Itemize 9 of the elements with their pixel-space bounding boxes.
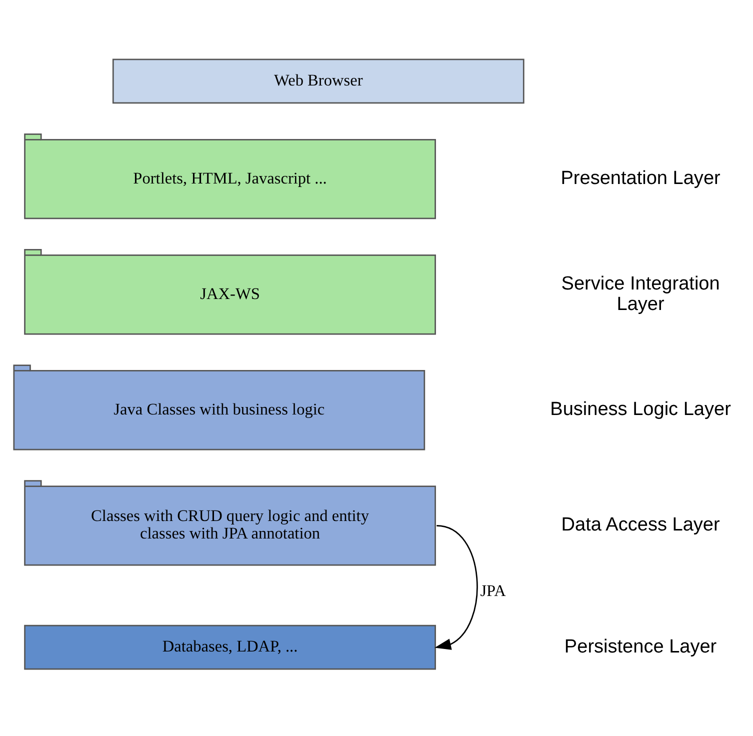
label: Persistence Layer (564, 636, 717, 658)
label: Data Access Layer (561, 514, 720, 536)
label: Service Integration Layer (561, 273, 720, 315)
edge-label: JPA (480, 580, 506, 600)
arrow (434, 525, 478, 650)
node-box: Databases, LDAP, ... (24, 624, 436, 670)
node-box: Web Browser (112, 58, 524, 104)
label: Business Logic Layer (550, 399, 731, 420)
label: Presentation Layer (560, 168, 720, 190)
